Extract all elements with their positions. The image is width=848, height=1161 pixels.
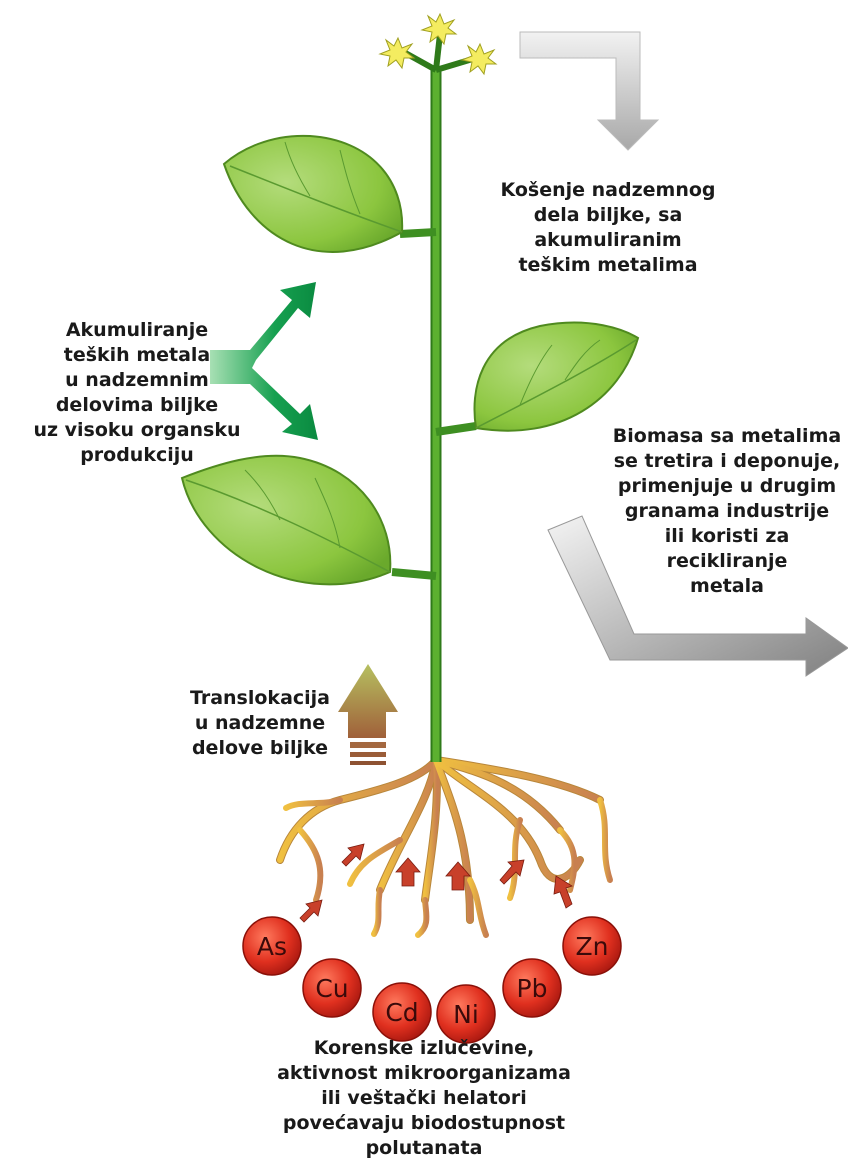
caption-accumulation: Akumuliranje teških metala u nadzemnim d… [22, 318, 252, 468]
caption-root-exudates: Korenske izlučevine, aktivnost mikroorga… [254, 1036, 594, 1161]
caption-translocation: Translokacija u nadzemne delove biljke [180, 686, 340, 761]
cutting-arrow [520, 32, 658, 150]
svg-text:Ni: Ni [453, 1000, 479, 1029]
uptake-arrows [300, 844, 572, 922]
svg-text:As: As [257, 932, 287, 961]
metal-ball-as: As [243, 917, 301, 975]
uptake-arrow-cd [396, 858, 420, 886]
uptake-arrow-as [300, 900, 322, 922]
svg-text:Cu: Cu [315, 974, 348, 1003]
stem [392, 34, 476, 762]
roots [280, 760, 610, 935]
svg-text:Cd: Cd [385, 998, 418, 1027]
metal-ball-pb: Pb [503, 959, 561, 1017]
svg-text:Zn: Zn [576, 932, 609, 961]
translocation-arrow [338, 664, 398, 765]
caption-biomass: Biomasa sa metalima se tretira i deponuj… [606, 424, 848, 599]
caption-cutting: Košenje nadzemnog dela biljke, sa akumul… [488, 178, 728, 278]
metal-ball-cu: Cu [303, 959, 361, 1017]
metal-balls: As Cu Cd Ni Pb Zn [243, 917, 621, 1043]
svg-text:Pb: Pb [517, 974, 548, 1003]
metal-ball-cd: Cd [373, 983, 431, 1041]
metal-ball-ni: Ni [437, 985, 495, 1043]
metal-ball-zn: Zn [563, 917, 621, 975]
leaf-middle-right [474, 323, 638, 431]
leaf-upper-left [224, 136, 402, 252]
leaf-lower-left [182, 456, 390, 585]
